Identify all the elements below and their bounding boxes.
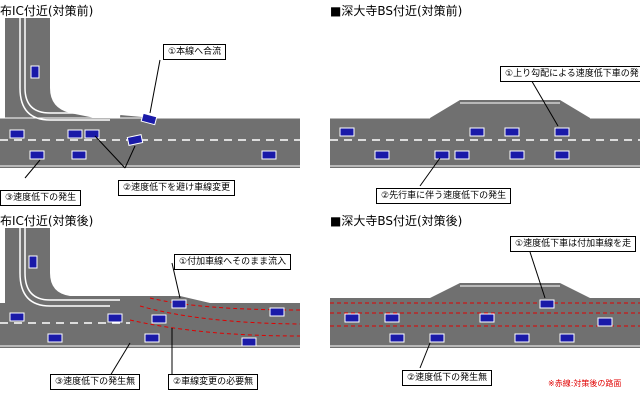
car: [509, 150, 525, 160]
car: [67, 129, 83, 139]
car: [469, 127, 485, 137]
road-diagram-after-ic: [0, 228, 300, 377]
car: [151, 314, 167, 324]
car: [9, 129, 25, 139]
car: [9, 312, 25, 322]
car: [30, 65, 40, 79]
car: [140, 112, 158, 126]
panel-title-bottom-left: 布IC付近(対策後): [0, 214, 94, 228]
panel-title-top-left: 布IC付近(対策前): [0, 4, 94, 18]
car: [479, 313, 495, 323]
callout-no-slowdown: ③速度低下の発生無: [50, 374, 141, 390]
callout-lane-change: ②速度低下を避け車線変更: [118, 180, 236, 196]
car: [339, 127, 355, 137]
car: [597, 317, 613, 327]
car: [29, 150, 45, 160]
callout-slowdown: ③速度低下の発生: [0, 190, 82, 206]
diagram-top-right: [330, 18, 640, 198]
car: [429, 333, 445, 343]
diagram-top-left: [0, 18, 300, 198]
car: [389, 333, 405, 343]
car: [84, 129, 100, 139]
diagram-bottom-right: [330, 228, 640, 378]
callout-uphill-slowdown: ①上り勾配による速度低下車の発: [500, 66, 640, 82]
callout-merge: ①本線へ合流: [163, 44, 227, 60]
callout-slow-car-added-lane: ①速度低下車は付加車線を走: [510, 236, 637, 252]
car: [171, 299, 187, 309]
callout-no-slowdown-bs: ②速度低下の発生無: [402, 370, 493, 386]
car: [554, 127, 570, 137]
car: [144, 333, 160, 343]
car: [269, 307, 285, 317]
car: [504, 127, 520, 137]
legend-note-red-line: ※赤線:対策後の路面: [548, 379, 622, 388]
car: [261, 150, 277, 160]
car: [47, 333, 63, 343]
callout-no-lane-change: ②車線変更の必要無: [168, 374, 259, 390]
road-diagram-before-bs: [330, 77, 640, 187]
car: [344, 313, 360, 323]
car: [71, 150, 87, 160]
callout-leading-car-slowdown: ②先行車に伴う速度低下の発生: [376, 188, 512, 204]
car: [28, 255, 38, 269]
car: [126, 134, 144, 146]
car: [539, 299, 555, 309]
panel-title-bottom-right: ■深大寺BS付近(対策後): [330, 214, 463, 228]
car: [559, 333, 575, 343]
car: [514, 333, 530, 343]
car: [434, 150, 450, 160]
car: [374, 150, 390, 160]
car: [241, 337, 257, 347]
car: [554, 150, 570, 160]
car: [454, 150, 470, 160]
panel-title-top-right: ■深大寺BS付近(対策前): [330, 4, 463, 18]
car: [384, 313, 400, 323]
road-diagram-after-bs: [330, 251, 640, 369]
road-diagram-before-ic: [0, 18, 300, 179]
callout-direct-entry: ①付加車線へそのまま流入: [174, 254, 292, 270]
car: [107, 313, 123, 323]
diagram-bottom-left: [0, 228, 300, 398]
